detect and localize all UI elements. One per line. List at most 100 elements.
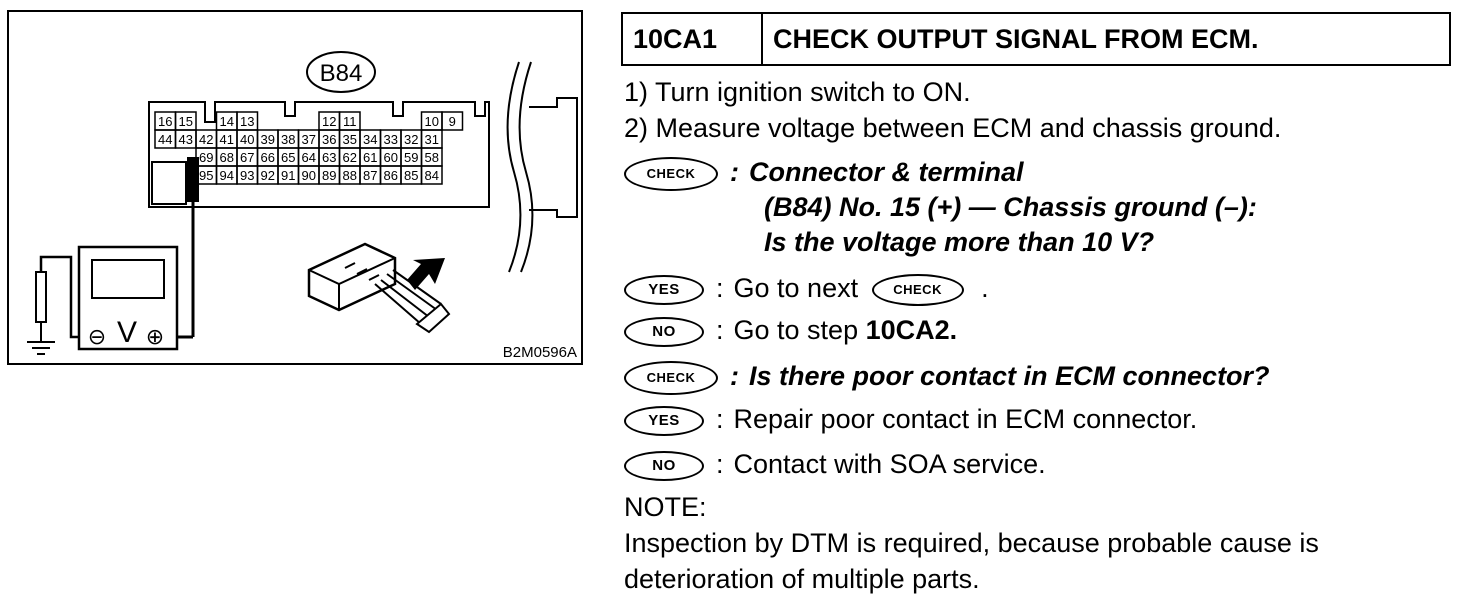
check-item-2: CHECK:Is there poor contact in ECM conne… <box>624 360 1270 395</box>
no-2-text: Contact with SOA service. <box>733 449 1046 479</box>
yes-1-prefix: Go to next <box>733 273 859 303</box>
pin-number: 91 <box>281 168 295 183</box>
yes-item-2: YES:Repair poor contact in ECM connector… <box>624 403 1197 436</box>
check-item-1: CHECK:Connector & terminal <box>624 156 1024 191</box>
connector-body <box>148 101 490 208</box>
pin-number: 65 <box>281 150 295 165</box>
pin-number: 14 <box>220 114 234 129</box>
pin-number: 35 <box>343 132 357 147</box>
yes-badge-icon: YES <box>624 274 704 305</box>
pin-number: 60 <box>384 150 398 165</box>
pin-number: 92 <box>261 168 275 183</box>
pin-grid: 16 15 14 13 12 11 10 9 44 43 42 41 40 39 38 37 36 35 34 33 3… <box>154 111 464 185</box>
pin-number: 13 <box>240 114 254 129</box>
pin-number: 33 <box>384 132 398 147</box>
pin-number: 32 <box>404 132 418 147</box>
ground-probe <box>35 271 47 323</box>
pin-number: 40 <box>240 132 254 147</box>
pin-number: 59 <box>404 150 418 165</box>
no-item-1: NO:Go to step 10CA2. <box>624 314 957 347</box>
voltmeter-display <box>91 259 165 299</box>
yes-1-suffix: . <box>981 273 989 303</box>
pin-number: 89 <box>322 168 336 183</box>
yes-2-text: Repair poor contact in ECM connector. <box>733 404 1198 434</box>
step-id: 10CA1 <box>623 14 763 64</box>
pin-number: 41 <box>220 132 234 147</box>
pin-number: 34 <box>363 132 377 147</box>
arrow-icon <box>407 258 445 290</box>
pin-number: 37 <box>302 132 316 147</box>
harness-plug <box>529 97 578 218</box>
pin-number: 62 <box>343 150 357 165</box>
pin-number: 87 <box>363 168 377 183</box>
note-line-1: Inspection by DTM is required, because p… <box>624 528 1319 558</box>
instruction-2: 2) Measure voltage between ECM and chass… <box>624 113 1282 143</box>
yes-item-1: YES:Go to next CHECK . <box>624 272 989 306</box>
pin-number: 11 <box>343 114 357 129</box>
no-badge-icon: NO <box>624 450 704 481</box>
check-badge-icon: CHECK <box>624 156 718 191</box>
note-label: NOTE: <box>624 492 707 522</box>
diagram-drawing: B84 16 15 14 13 12 11 10 9 44 43 42 41 40 39 38 37 36 35 3… <box>27 51 578 361</box>
pin-number: 69 <box>199 150 213 165</box>
pin-number: 15 <box>179 114 193 129</box>
pin-number: 95 <box>199 168 213 183</box>
pin-number: 67 <box>240 150 254 165</box>
pin-number: 9 <box>449 114 456 129</box>
check-1-line-1: Connector & terminal <box>749 157 1024 187</box>
pin-number: 68 <box>220 150 234 165</box>
check-1-line-3: Is the voltage more than 10 V? <box>764 227 1155 257</box>
pin-cell <box>441 111 464 131</box>
connector-label: B84 <box>320 60 363 87</box>
pin-cell <box>420 165 443 185</box>
pin-number: 39 <box>261 132 275 147</box>
pin-number: 86 <box>384 168 398 183</box>
connector-label-oval <box>306 51 376 93</box>
check-1-line-2: (B84) No. 15 (+) — Chassis ground (–): <box>764 192 1257 222</box>
step-header: 10CA1 CHECK OUTPUT SIGNAL FROM ECM. <box>621 12 1451 66</box>
plus-terminal-icon: ⊕ <box>146 325 164 350</box>
pin-number: 43 <box>179 132 193 147</box>
pin-number: 93 <box>240 168 254 183</box>
check-badge-icon: CHECK <box>871 273 964 306</box>
pin-number: 85 <box>404 168 418 183</box>
pin-number: 66 <box>261 150 275 165</box>
pin-number: 84 <box>425 168 439 183</box>
step-title: CHECK OUTPUT SIGNAL FROM ECM. <box>773 23 1259 54</box>
pin-number: 64 <box>302 150 316 165</box>
yes-badge-icon: YES <box>624 405 704 436</box>
note-line-2: deterioration of multiple parts. <box>624 564 980 594</box>
cut-line <box>506 61 522 273</box>
pin-number: 88 <box>343 168 357 183</box>
pin-number: 38 <box>281 132 295 147</box>
pin-number: 94 <box>220 168 234 183</box>
pin-number: 63 <box>322 150 336 165</box>
check-2-text: Is there poor contact in ECM connector? <box>749 361 1270 391</box>
minus-terminal-icon: ⊖ <box>88 325 106 350</box>
pin-number: 58 <box>425 150 439 165</box>
pin-number: 16 <box>158 114 172 129</box>
pin-number: 44 <box>158 132 172 147</box>
cut-line <box>518 61 534 273</box>
pin-number: 12 <box>322 114 336 129</box>
pin-number: 10 <box>425 114 439 129</box>
voltmeter-unit: V <box>117 316 137 349</box>
no-1-suffix: . <box>949 315 958 345</box>
figure-code: B2M0596A <box>503 344 577 361</box>
no-1-prefix: Go to step <box>733 315 859 345</box>
pin-number: 61 <box>363 150 377 165</box>
pin-number: 42 <box>199 132 213 147</box>
pin-number: 36 <box>322 132 336 147</box>
check-badge-icon: CHECK <box>624 360 718 395</box>
pin-number: 31 <box>425 132 439 147</box>
instruction-1: 1) Turn ignition switch to ON. <box>624 77 971 107</box>
connector-tab <box>151 161 187 205</box>
harness-connector-icon <box>307 242 451 334</box>
no-1-step: 10CA2 <box>865 315 950 345</box>
pin-number: 90 <box>302 168 316 183</box>
ground-lead <box>39 255 79 339</box>
probe-tip <box>187 157 199 202</box>
connector-diagram: B84 16 15 14 13 12 11 10 9 44 43 42 41 40 39 38 37 36 35 3… <box>7 10 583 365</box>
no-item-2: NO:Contact with SOA service. <box>624 448 1046 481</box>
no-badge-icon: NO <box>624 316 704 347</box>
